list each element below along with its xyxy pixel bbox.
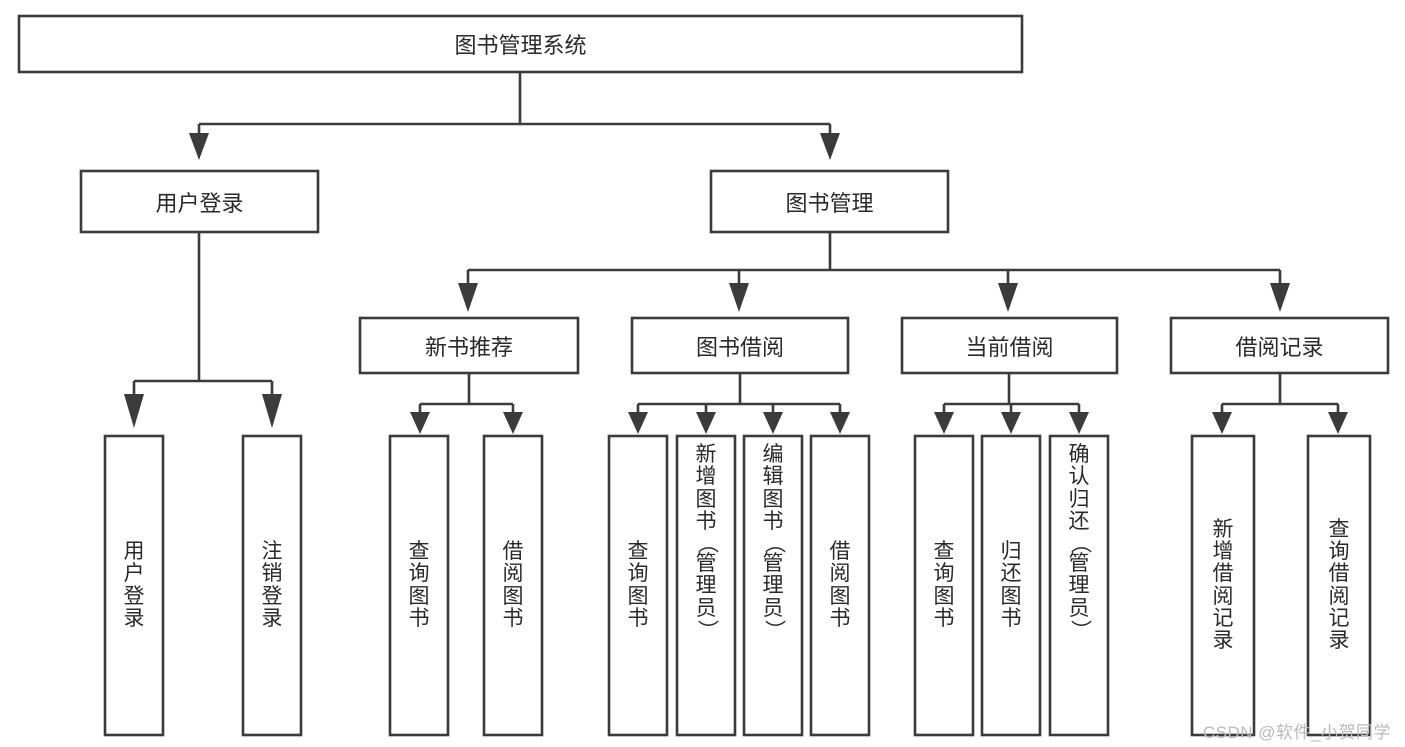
node-leaf-current-borrow-0[interactable] — [913, 434, 975, 737]
arrow-head-icon-nbr-leaf-1 — [410, 412, 430, 434]
node-book-manage[interactable] — [709, 169, 950, 234]
node-leaf-current-borrow-2[interactable] — [1048, 434, 1110, 737]
arrow-head-icon-to-book-borrow — [729, 283, 749, 312]
arrow-head-icon-bb-leaf-1 — [628, 412, 648, 434]
arrow-head-icon-bb-leaf-2 — [696, 412, 716, 434]
node-leaf-borrow-records-0[interactable] — [1190, 434, 1256, 737]
arrow-head-icon-to-user-login — [189, 133, 209, 160]
arrow-head-icon-user-login-leaf-2 — [262, 394, 282, 428]
arrow-head-icon-to-current-borrow — [998, 283, 1018, 312]
node-leaf-book-borrow-1[interactable] — [675, 434, 737, 737]
node-root-system[interactable] — [17, 14, 1024, 74]
node-current-borrow[interactable] — [900, 316, 1119, 375]
arrow-head-icon-bb-leaf-4 — [830, 412, 850, 434]
arrow-head-icon-cb-leaf-2 — [1001, 412, 1021, 434]
node-leaf-current-borrow-1[interactable] — [980, 434, 1042, 737]
arrow-head-icon-cb-leaf-3 — [1069, 412, 1089, 434]
node-borrow-records[interactable] — [1169, 316, 1390, 375]
arrow-head-icon-nbr-leaf-2 — [503, 412, 523, 434]
node-book-borrow[interactable] — [630, 316, 850, 375]
arrow-head-icon-br-leaf-2 — [1328, 412, 1348, 434]
arrow-head-icon-bb-leaf-3 — [763, 412, 783, 434]
node-leaf-book-borrow-3[interactable] — [809, 434, 871, 737]
node-leaf-user-login-0[interactable] — [103, 434, 165, 737]
watermark: CSDN @软件_小贺同学 — [1202, 723, 1391, 742]
arrow-head-icon-user-login-leaf-1 — [124, 394, 144, 428]
node-leaf-user-login-1[interactable] — [241, 434, 303, 737]
node-new-book-recommend[interactable] — [358, 316, 580, 375]
arrow-head-icon-br-leaf-1 — [1212, 412, 1232, 434]
node-leaf-borrow-records-1[interactable] — [1306, 434, 1372, 737]
node-user-login[interactable] — [79, 169, 320, 234]
node-leaf-book-borrow-0[interactable] — [607, 434, 669, 737]
node-leaf-book-borrow-2[interactable] — [742, 434, 804, 737]
node-leaf-new-book-recommend-1[interactable] — [482, 434, 544, 737]
arrow-head-icon-to-borrow-records — [1270, 283, 1290, 312]
arrow-head-icon-cb-leaf-1 — [934, 412, 954, 434]
arrow-head-icon-to-new-book-recommend — [458, 283, 478, 312]
arrow-head-icon-to-book-manage — [820, 133, 840, 160]
node-leaf-new-book-recommend-0[interactable] — [388, 434, 450, 737]
